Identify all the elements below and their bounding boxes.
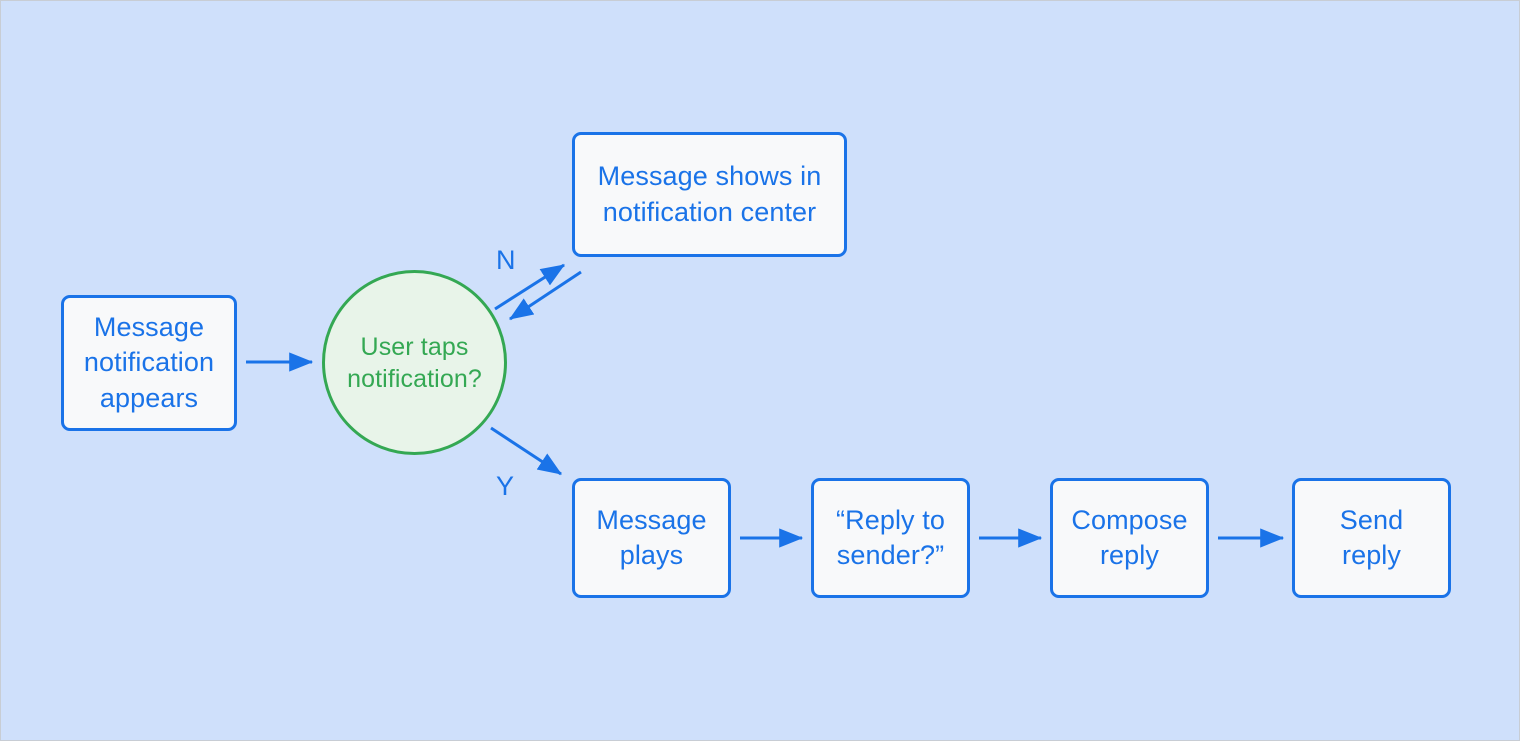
node-send-reply[interactable]: Send reply xyxy=(1292,478,1451,598)
node-label: Send reply xyxy=(1339,504,1404,570)
edge-decision-to-message-plays xyxy=(490,426,563,476)
node-user-taps-notification[interactable]: User taps notification? xyxy=(322,270,507,455)
node-label: Message notification appears xyxy=(83,312,215,413)
node-reply-to-sender[interactable]: “Reply to sender?” xyxy=(811,478,970,598)
branch-label-no: N xyxy=(496,245,516,275)
edge-notification-center-to-decision xyxy=(508,270,582,321)
node-label: Compose reply xyxy=(1071,504,1188,570)
node-compose-reply[interactable]: Compose reply xyxy=(1050,478,1209,598)
node-message-plays[interactable]: Message plays xyxy=(572,478,731,598)
node-label: User taps notification? xyxy=(347,332,482,393)
node-label: Message shows in notification center xyxy=(597,161,822,227)
node-label: Message plays xyxy=(596,504,707,570)
branch-label-yes: Y xyxy=(496,471,515,501)
node-message-notification-appears[interactable]: Message notification appears xyxy=(61,295,237,431)
node-message-shows-in-notification-center[interactable]: Message shows in notification center xyxy=(572,132,847,257)
node-label: “Reply to sender?” xyxy=(836,504,945,570)
